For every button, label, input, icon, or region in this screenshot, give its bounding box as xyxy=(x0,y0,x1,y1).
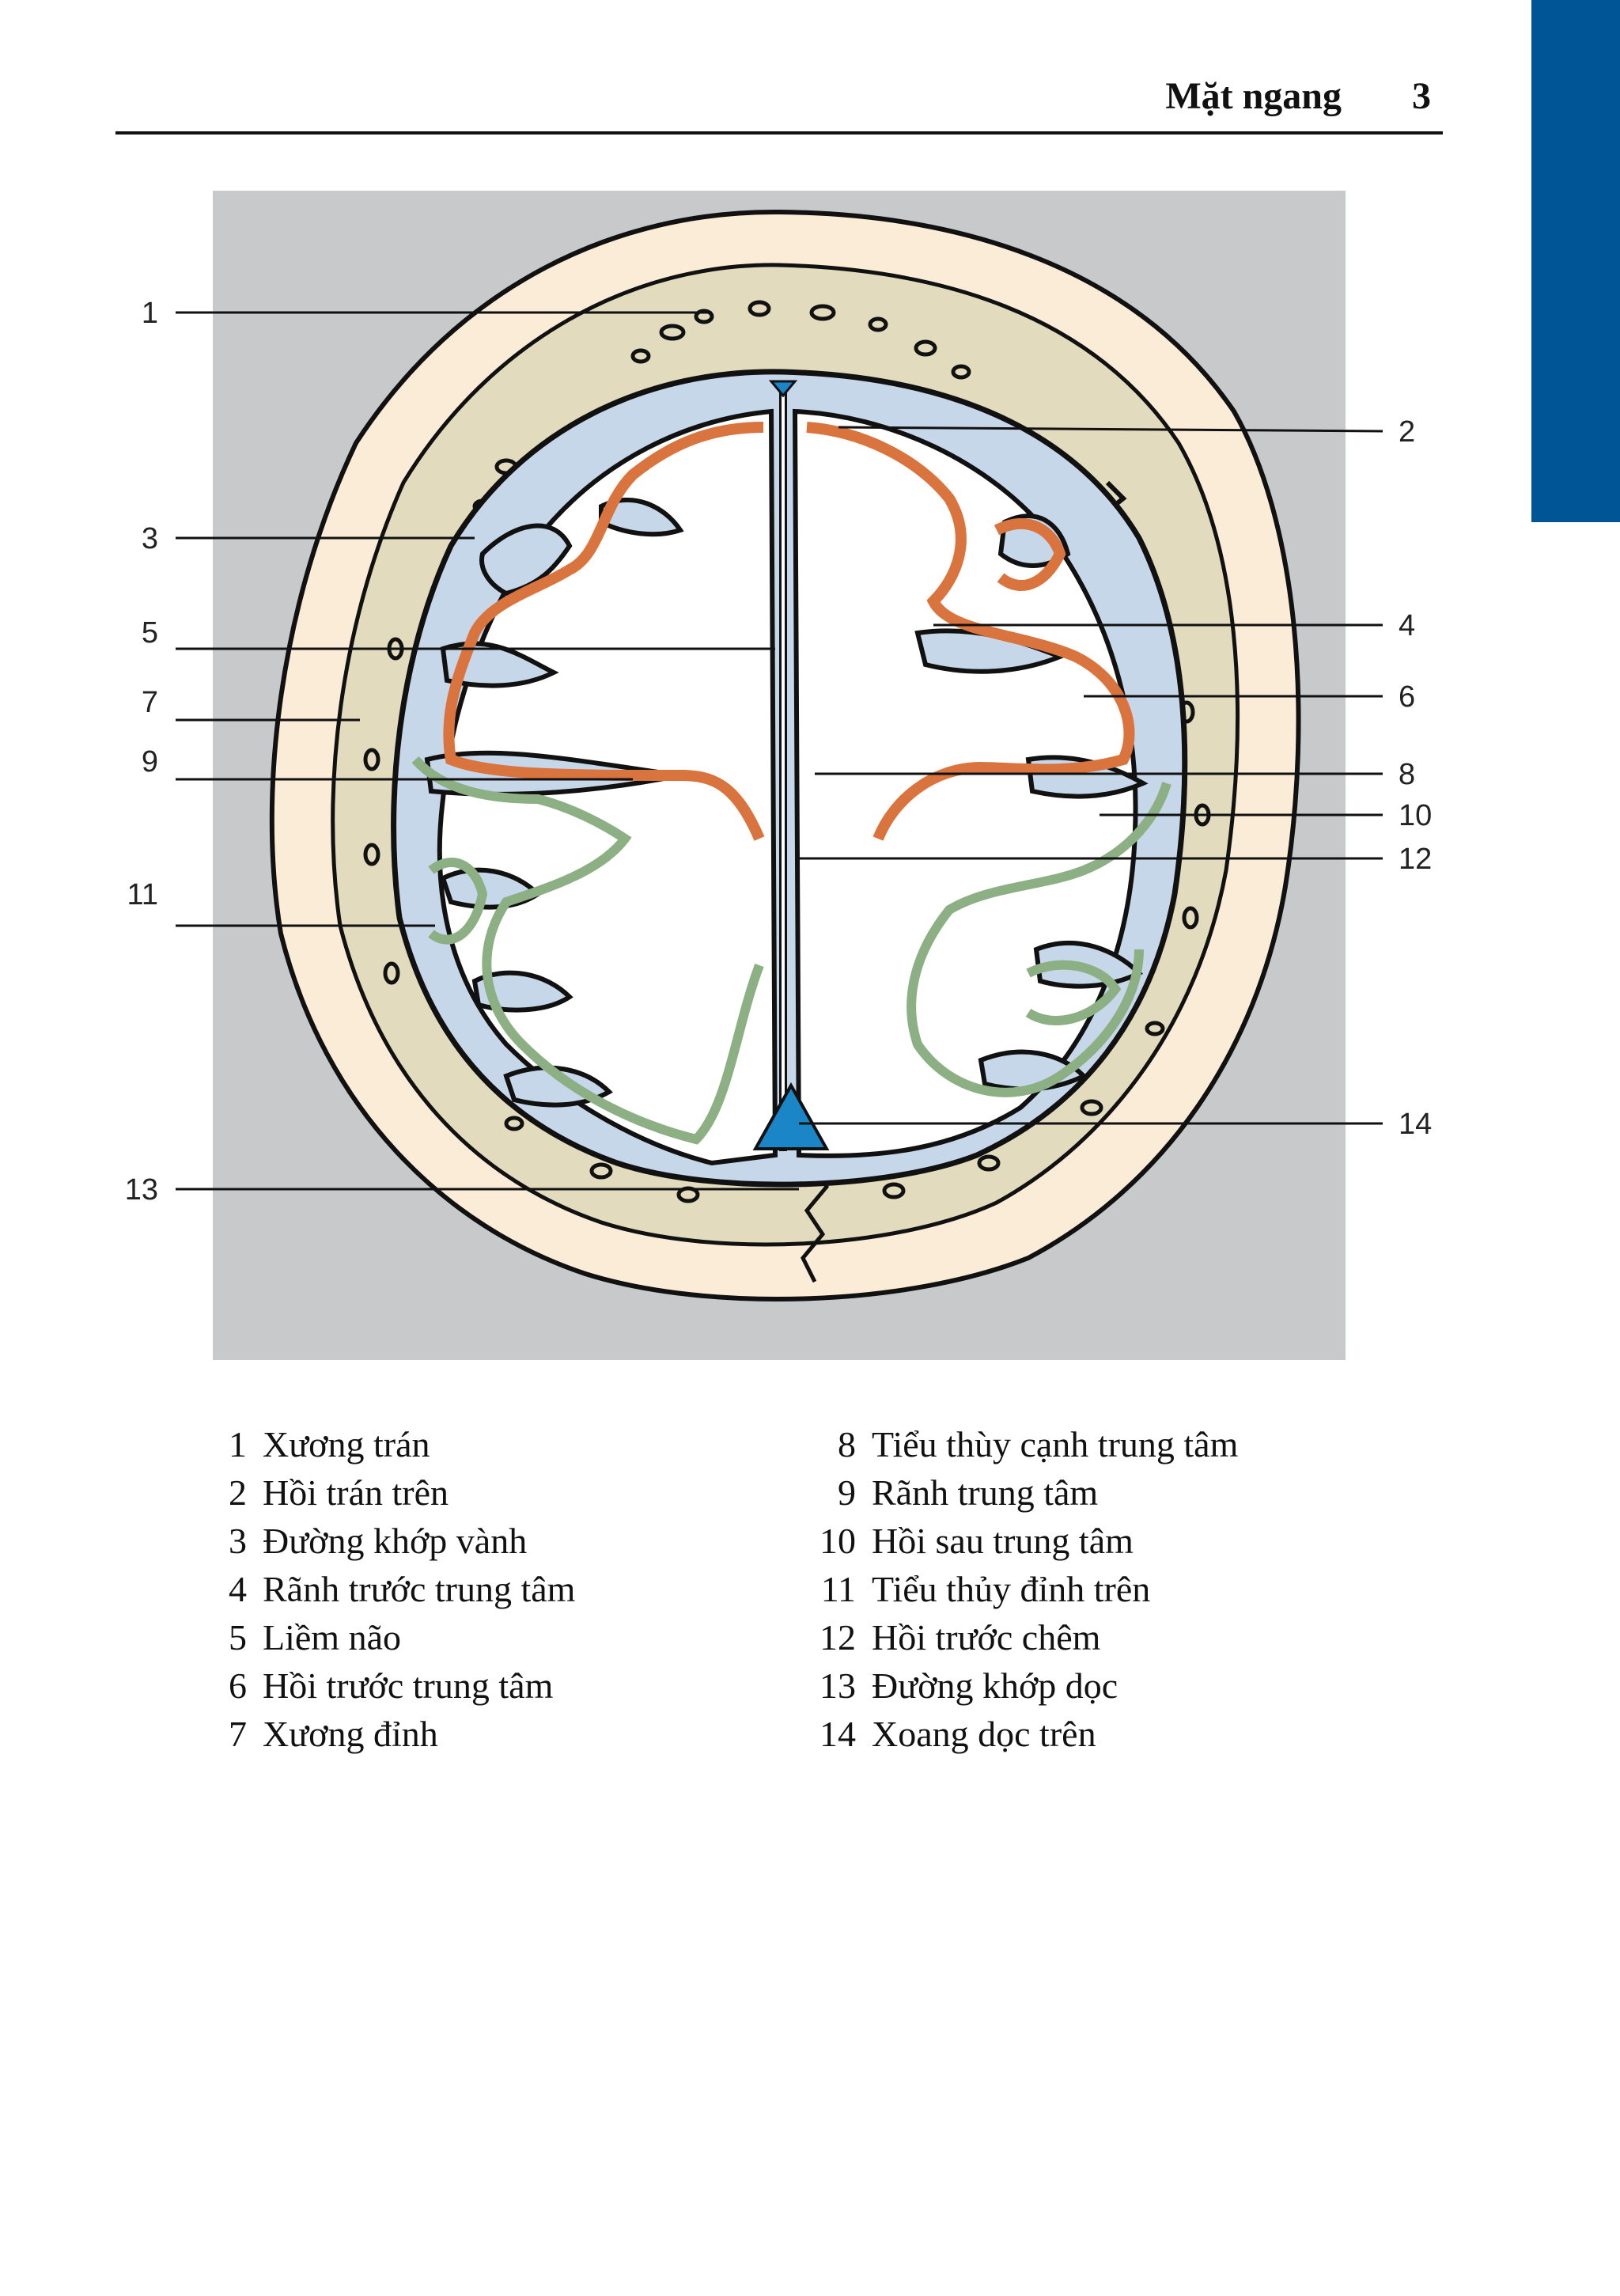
legend-column-right: 8 Tiểu thùy cạnh trung tâm 9 Rãnh trung tâ… xyxy=(791,1420,1238,1758)
legend-text: Tiểu thùy cạnh trung tâm xyxy=(872,1424,1239,1464)
legend-number: 12 xyxy=(819,1617,856,1658)
legend-item-12: 12 Hồi trước chêm xyxy=(791,1613,1238,1661)
label-12: 12 xyxy=(1399,843,1432,876)
legend-item-9: 9 Rãnh trung tâm xyxy=(791,1468,1238,1517)
label-6: 6 xyxy=(1399,680,1415,714)
superior-sagittal-sinus xyxy=(752,1082,830,1150)
legend-text: Đường khớp vành xyxy=(263,1521,528,1561)
legend-number: 13 xyxy=(819,1665,856,1706)
legend-item-2: 2 Hồi trán trên xyxy=(182,1468,575,1517)
legend-number: 1 xyxy=(229,1424,247,1464)
label-2: 2 xyxy=(1399,415,1415,449)
legend-item-13: 13 Đường khớp dọc xyxy=(791,1661,1238,1710)
legend-text: Hồi sau trung tâm xyxy=(872,1521,1134,1561)
legend-number: 7 xyxy=(229,1714,247,1754)
label-4: 4 xyxy=(1399,609,1415,642)
legend-text: Rãnh trước trung tâm xyxy=(263,1569,576,1609)
legend-item-8: 8 Tiểu thùy cạnh trung tâm xyxy=(791,1420,1238,1468)
brain-axial-section-diagram: 1 2 3 4 5 6 7 8 9 10 11 12 13 14 xyxy=(125,191,1432,1360)
leader-line-2 xyxy=(838,426,1383,433)
anterior-sagittal-sinus xyxy=(768,380,798,398)
label-11: 11 xyxy=(127,878,158,911)
legend-text: Rãnh trung tâm xyxy=(872,1472,1099,1513)
label-7: 7 xyxy=(142,686,158,719)
legend-number: 10 xyxy=(819,1521,856,1561)
legend-text: Xoang dọc trên xyxy=(872,1714,1096,1754)
label-8: 8 xyxy=(1399,758,1415,791)
frontal-gyri-outlines xyxy=(443,422,1135,841)
legend-item-7: 7 Xương đỉnh xyxy=(182,1710,575,1758)
label-10: 10 xyxy=(1399,799,1432,832)
legend-item-14: 14 Xoang dọc trên xyxy=(791,1710,1238,1758)
page-number: 3 xyxy=(1412,75,1431,117)
legend-text: Xương trán xyxy=(263,1424,430,1464)
label-5: 5 xyxy=(142,616,158,650)
legend-number: 3 xyxy=(229,1521,247,1561)
legend-column-left: 1 Xương trán 2 Hồi trán trên 3 Đường khớp v… xyxy=(182,1420,575,1758)
legend-text: Hồi trước chêm xyxy=(872,1617,1101,1658)
legend-text: Đường khớp dọc xyxy=(872,1665,1118,1706)
legend-number: 9 xyxy=(838,1472,856,1513)
legend-number: 14 xyxy=(819,1714,856,1754)
legend-number: 2 xyxy=(229,1472,247,1513)
leader-lines xyxy=(176,311,1383,1191)
label-3: 3 xyxy=(142,522,158,555)
page-title: Mặt ngang xyxy=(1165,75,1342,117)
chapter-side-tab xyxy=(1531,0,1620,522)
legend-item-5: 5 Liềm não xyxy=(182,1613,575,1661)
legend-item-4: 4 Rãnh trước trung tâm xyxy=(182,1565,575,1613)
header-divider xyxy=(115,131,1443,135)
label-9: 9 xyxy=(142,745,158,779)
legend-text: Liềm não xyxy=(263,1617,401,1658)
label-13: 13 xyxy=(125,1173,158,1207)
legend-item-11: 11 Tiểu thủy đỉnh trên xyxy=(791,1565,1238,1613)
label-1: 1 xyxy=(142,297,158,330)
legend-text: Hồi trước trung tâm xyxy=(263,1665,554,1706)
legend-text: Xương đỉnh xyxy=(263,1714,438,1754)
legend-number: 5 xyxy=(229,1617,247,1658)
legend-item-6: 6 Hồi trước trung tâm xyxy=(182,1661,575,1710)
legend-item-3: 3 Đường khớp vành xyxy=(182,1517,575,1565)
legend-number: 4 xyxy=(229,1569,247,1609)
label-14: 14 xyxy=(1399,1108,1432,1141)
legend-text: Tiểu thủy đỉnh trên xyxy=(872,1569,1151,1609)
legend-item-10: 10 Hồi sau trung tâm xyxy=(791,1517,1238,1565)
legend-number: 11 xyxy=(820,1569,856,1609)
parietal-gyri-outlines xyxy=(411,756,1171,1145)
legend-number: 8 xyxy=(838,1424,856,1464)
legend-item-1: 1 Xương trán xyxy=(182,1420,575,1468)
legend-text: Hồi trán trên xyxy=(263,1472,449,1513)
legend-number: 6 xyxy=(229,1665,247,1706)
